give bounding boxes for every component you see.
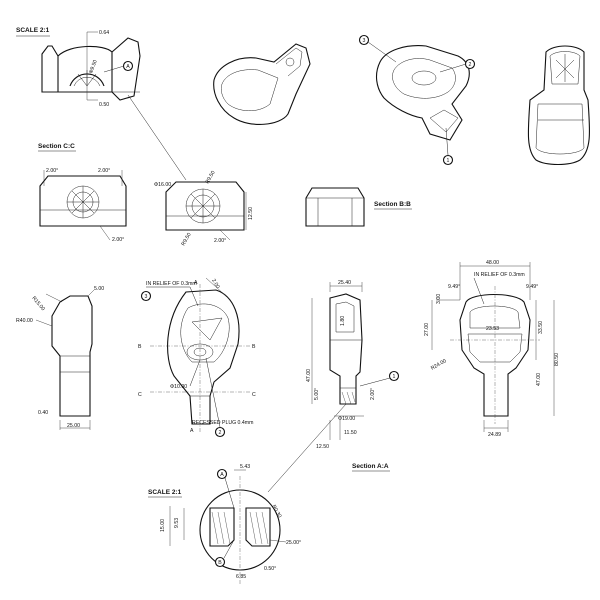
dim-5-43: 5.43 — [240, 464, 250, 470]
dim-9-53: 9.53 — [174, 518, 180, 528]
dim-48-00: 48.00 — [486, 260, 499, 266]
dim-5-00-angle: 5.00° — [314, 388, 320, 400]
dim-r-9-50-bottom: R9.50 — [181, 232, 193, 247]
balloon-a-top-label: A — [126, 64, 130, 70]
dim-0-40: 0.40 — [38, 410, 48, 416]
balloon-1-iso: 1 — [447, 158, 450, 164]
dim-0-64: 0.64 — [99, 30, 109, 36]
scale-label-top: SCALE 2:1 — [16, 27, 50, 34]
dim-3-00: 3.00 — [436, 294, 442, 304]
section-b-b-title: Section B:B — [374, 201, 411, 208]
dim-47-00-left: 47.00 — [306, 369, 312, 382]
dim-0-50: 0.50 — [99, 102, 109, 108]
iso-view-3 — [527, 45, 591, 166]
detail-view-top: SCALE 2:1 0.64 0.50 Φ9.50 A — [16, 27, 187, 181]
dim-2-00-cc-bottom: 2.00° — [112, 237, 124, 243]
dim-5-00-side: 5.00 — [94, 286, 104, 292]
section-letter-b-left: B — [138, 344, 142, 350]
front-view-center: IN RELIEF OF 0.3mm 3 2.00 A A B B C C Φ1… — [138, 277, 256, 438]
scale-label-bottom: SCALE 2:1 — [148, 489, 182, 496]
balloon-3-iso: 3 — [363, 38, 366, 44]
dim-25-40: 25.40 — [338, 280, 351, 286]
back-view-right: 48.00 IN RELIEF OF 0.3mm 9.49° 9.49° 3.0… — [424, 260, 560, 438]
dim-phi-19-00: Φ19.00 — [338, 416, 355, 422]
dim-r-0-30: R0.30 — [270, 504, 282, 519]
dim-25-00-side: 25.00 — [67, 423, 80, 429]
dim-47-00-right: 47.00 — [536, 373, 542, 386]
section-letter-a-bottom: A — [190, 428, 194, 434]
relief-callout-back: IN RELIEF OF 0.3mm — [474, 272, 525, 278]
dim-12-50-detail: 12.50 — [248, 207, 254, 220]
dim-r-24-00: R24.00 — [430, 358, 448, 372]
dim-1-80: 1.80 — [340, 316, 346, 326]
section-letter-a-top: A — [194, 280, 198, 286]
dim-80-50: 80.50 — [554, 353, 560, 366]
dim-2-00-detail: 2.00° — [214, 238, 226, 244]
section-letter-c-left: C — [138, 392, 142, 398]
balloon-3-front: 3 — [145, 294, 148, 300]
dim-9-49-left: 9.49° — [448, 284, 460, 290]
section-detail-center: Φ16.00 R9.50 R9.50 12.50 2.00° — [154, 170, 254, 247]
recessed-plug-callout: RECESSED PLUG 0.4mm — [192, 420, 253, 426]
relief-callout-front: IN RELIEF OF 0.3mm — [146, 281, 197, 287]
balloon-2-front: 2 — [219, 430, 222, 436]
dim-0-50-angle: 0.50° — [264, 566, 276, 572]
dim-27-00: 27.00 — [424, 323, 430, 336]
dim-phi-9-50: Φ9.50 — [88, 59, 99, 75]
dim-2-00-cc-right: 2.00° — [98, 168, 110, 174]
dim-r-15-00: R15.00 — [30, 295, 45, 312]
dim-9-49-right: 9.49° — [526, 284, 538, 290]
detail-view-bottom: SCALE 2:1 5.43 A 15.00 9.53 R0.30 25.00°… — [148, 464, 301, 584]
section-letter-c-right: C — [252, 392, 256, 398]
dim-2-00-angle: 2.00° — [370, 388, 376, 400]
dim-6-85: 6.85 — [236, 574, 246, 580]
dim-2-00-cc-left: 2.00° — [46, 168, 58, 174]
dim-23-53: 23.53 — [486, 326, 499, 332]
dim-12-50-bottom: 12.50 — [316, 444, 329, 450]
balloon-a-bottom: A — [220, 472, 224, 478]
section-c-c: Section C:C 2.00° 2.00° 2.00° — [38, 143, 127, 243]
section-letter-b-right: B — [252, 344, 256, 350]
dim-15-00: 15.00 — [160, 519, 166, 532]
iso-view-2: 3 2 1 — [358, 34, 476, 166]
section-c-c-title: Section C:C — [38, 143, 75, 150]
dim-11-50: 11.50 — [344, 430, 357, 436]
dim-phi-10-00: Φ10.00 — [170, 384, 187, 390]
side-view-left: R15.00 5.00 R40.00 0.40 25.00 — [16, 286, 104, 430]
section-a-a-view: 25.40 1.80 47.00 5.00° 2.00° Φ19.00 12.5… — [267, 280, 400, 493]
balloon-1-side: 1 — [393, 374, 396, 380]
dim-phi-16-00: Φ16.00 — [154, 182, 171, 188]
balloon-b-bottom: B — [218, 560, 222, 566]
balloon-2-iso: 2 — [469, 62, 472, 68]
dim-2-00-front-top: 2.00 — [210, 278, 220, 290]
dim-25-00-angle: 25.00° — [286, 540, 301, 546]
section-a-a-title: Section A:A — [352, 463, 389, 470]
section-b-b: Section B:B — [305, 187, 412, 227]
dim-r-40-00: R40.00 — [16, 318, 33, 324]
dim-33-50: 33.50 — [538, 321, 544, 334]
dim-24-89: 24.89 — [488, 432, 501, 438]
iso-view-1 — [213, 43, 311, 125]
